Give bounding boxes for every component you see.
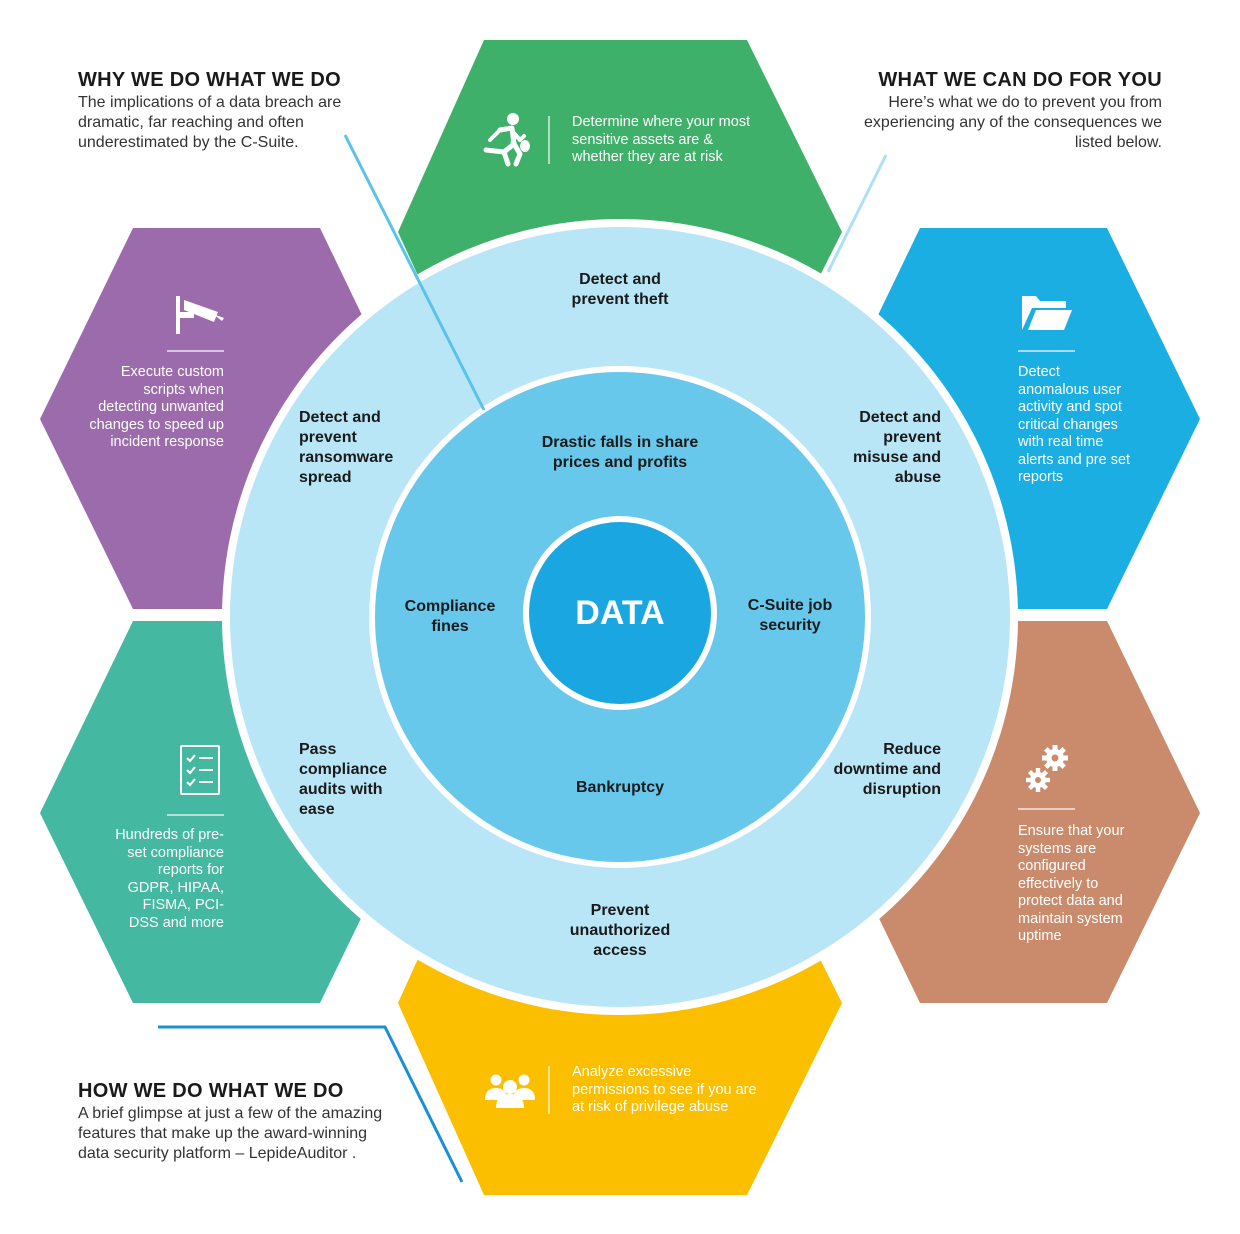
why-body: The implications of a data breach are dr… bbox=[78, 94, 342, 151]
why-title: WHY WE DO WHAT WE DO bbox=[78, 69, 342, 91]
inner-label-bottom: Bankruptcy bbox=[575, 779, 665, 796]
what-body: Here’s what we do to prevent you from ex… bbox=[864, 94, 1162, 151]
outer-label-bottom: Prevent unauthorized access bbox=[569, 902, 671, 959]
outer-label-bottom-right: Reduce downtime and disruption bbox=[833, 741, 941, 798]
how-body: A brief glimpse at just a few of the ama… bbox=[78, 1105, 383, 1162]
connector-line-how bbox=[158, 1025, 464, 1183]
data-core-label: DATA bbox=[575, 594, 665, 632]
running-thief-icon bbox=[483, 113, 530, 167]
connector-line-what bbox=[826, 154, 888, 273]
hex-bottom-left-text: Hundreds of pre-set compliance reports f… bbox=[115, 827, 224, 931]
what-title: WHAT WE CAN DO FOR YOU bbox=[878, 69, 1162, 91]
hex-top-left-text: Execute custom scripts when detecting un… bbox=[89, 364, 224, 450]
outer-label-top-left: Detect and prevent ransomware spread bbox=[299, 409, 394, 486]
hex-bottom-right-text: Ensure that your systems are configured … bbox=[1018, 823, 1125, 944]
how-title: HOW WE DO WHAT WE DO bbox=[78, 1080, 344, 1102]
connector-line-why bbox=[343, 134, 486, 411]
hex-top-right-text: Detect anomalous user activity and spot … bbox=[1018, 364, 1131, 485]
checklist-icon bbox=[180, 745, 220, 795]
inner-label-top: Drastic falls in share prices and profit… bbox=[541, 434, 699, 471]
outer-label-top: Detect and prevent theft bbox=[571, 271, 669, 308]
inner-label-left: Compliance fines bbox=[404, 598, 496, 635]
inner-label-right: C-Suite job security bbox=[747, 597, 833, 634]
users-group-icon bbox=[485, 1074, 535, 1108]
gears-icon bbox=[1026, 745, 1068, 792]
folder-icon bbox=[1022, 296, 1072, 330]
outer-label-top-right: Detect and prevent misuse and abuse bbox=[852, 409, 941, 486]
hex-top-text: Determine where your most sensitive asse… bbox=[572, 114, 751, 165]
data-core bbox=[529, 522, 711, 704]
security-camera-icon bbox=[176, 296, 224, 334]
outer-label-bottom-left: Pass compliance audits with ease bbox=[299, 741, 388, 818]
hex-bottom-text: Analyze excessive permissions to see if … bbox=[572, 1064, 757, 1115]
